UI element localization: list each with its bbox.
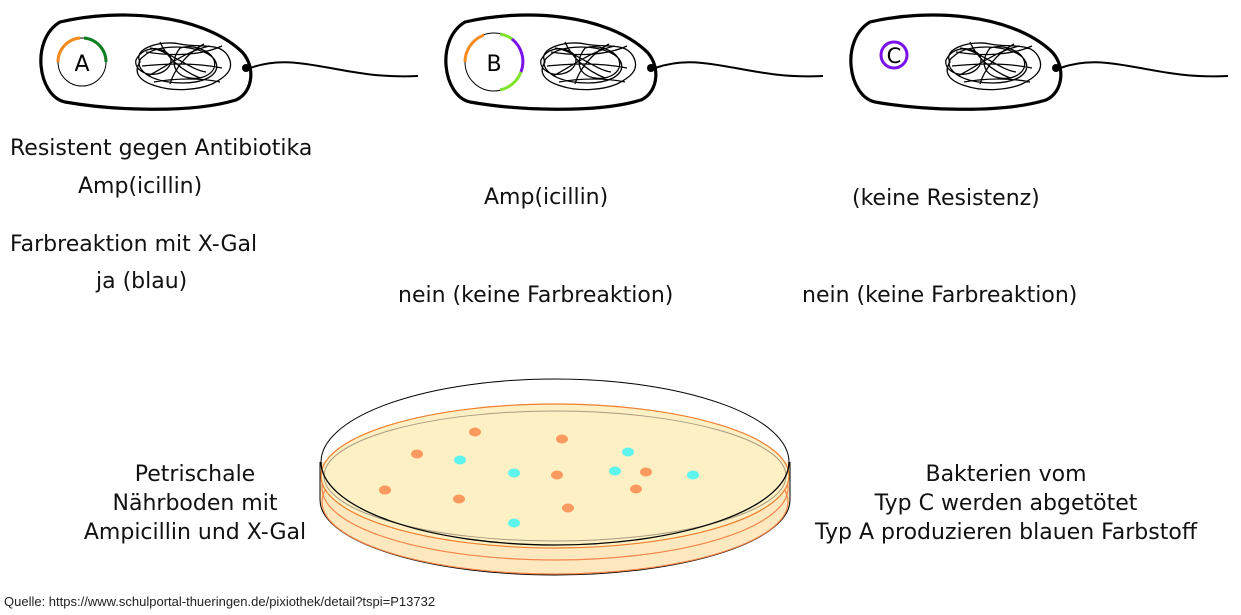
chromosome-icon bbox=[135, 41, 232, 91]
flagellum-base bbox=[647, 64, 655, 72]
white-colony bbox=[469, 427, 481, 437]
resistance-b: Amp(icillin) bbox=[484, 185, 609, 210]
flagellum bbox=[654, 61, 824, 78]
cell-membrane bbox=[39, 13, 253, 111]
petri-left-label: Petrischale Nährboden mit Ampicillin und… bbox=[60, 460, 330, 547]
blue-colony bbox=[622, 447, 634, 457]
blue-colony bbox=[508, 468, 520, 478]
petri-right-line-1: Bakterien vom bbox=[925, 462, 1087, 487]
color-reaction-b: nein (keine Farbreaktion) bbox=[398, 283, 674, 308]
plasmid-label-b: B bbox=[486, 52, 501, 77]
plasmid-c-icon bbox=[879, 40, 909, 70]
blue-colony bbox=[454, 455, 466, 465]
petri-left-line-3: Ampicillin und X-Gal bbox=[83, 520, 307, 545]
flagellum bbox=[249, 61, 419, 78]
cell-membrane bbox=[849, 13, 1063, 111]
dish-lid-bottom bbox=[320, 461, 790, 546]
petri-right-line-2: Typ C werden abgetötet bbox=[874, 491, 1138, 516]
color-heading: Farbreaktion mit X-Gal bbox=[10, 232, 258, 257]
blue-colony bbox=[508, 518, 520, 528]
cell-membrane bbox=[444, 13, 658, 111]
white-colony bbox=[411, 449, 423, 459]
white-colony bbox=[640, 467, 652, 477]
bacterium-a bbox=[39, 13, 419, 111]
dish-lid-top bbox=[320, 378, 790, 463]
plasmid-label-a: A bbox=[74, 52, 89, 77]
white-colony bbox=[556, 434, 568, 444]
resistance-c: (keine Resistenz) bbox=[852, 186, 1040, 211]
bacterium-b bbox=[444, 13, 824, 111]
flagellum bbox=[1059, 61, 1229, 78]
plasmid-a-icon bbox=[56, 36, 108, 87]
petri-left-line-1: Petrischale bbox=[134, 462, 256, 487]
white-colony bbox=[551, 470, 563, 480]
flagellum-base bbox=[1052, 64, 1060, 72]
white-colony bbox=[453, 494, 465, 504]
blue-colony bbox=[609, 466, 621, 476]
petri-left-line-2: Nährboden mit bbox=[112, 491, 278, 516]
blue-colony bbox=[687, 470, 699, 480]
flagellum-base bbox=[242, 64, 250, 72]
source-caption: Quelle: https://www.schulportal-thuering… bbox=[4, 594, 436, 609]
white-colony bbox=[379, 485, 391, 495]
chromosome-icon bbox=[540, 41, 637, 91]
plasmid-label-c: C bbox=[887, 44, 902, 68]
color-reaction-a: ja (blau) bbox=[96, 269, 188, 294]
resistance-a: Amp(icillin) bbox=[78, 174, 203, 199]
petri-right-label: Bakterien vom Typ C werden abgetötet Typ… bbox=[788, 460, 1224, 547]
white-colony bbox=[562, 503, 574, 513]
bacterium-c bbox=[849, 13, 1229, 111]
white-colony bbox=[630, 484, 642, 494]
petri-dish bbox=[319, 378, 791, 576]
chromosome-icon bbox=[945, 41, 1042, 91]
colonies bbox=[379, 427, 699, 528]
petri-right-line-3: Typ A produzieren blauen Farbstoff bbox=[815, 520, 1197, 545]
color-reaction-c: nein (keine Farbreaktion) bbox=[802, 283, 1078, 308]
plasmid-b-icon bbox=[463, 32, 525, 92]
resistance-heading: Resistent gegen Antibiotika bbox=[10, 136, 313, 161]
